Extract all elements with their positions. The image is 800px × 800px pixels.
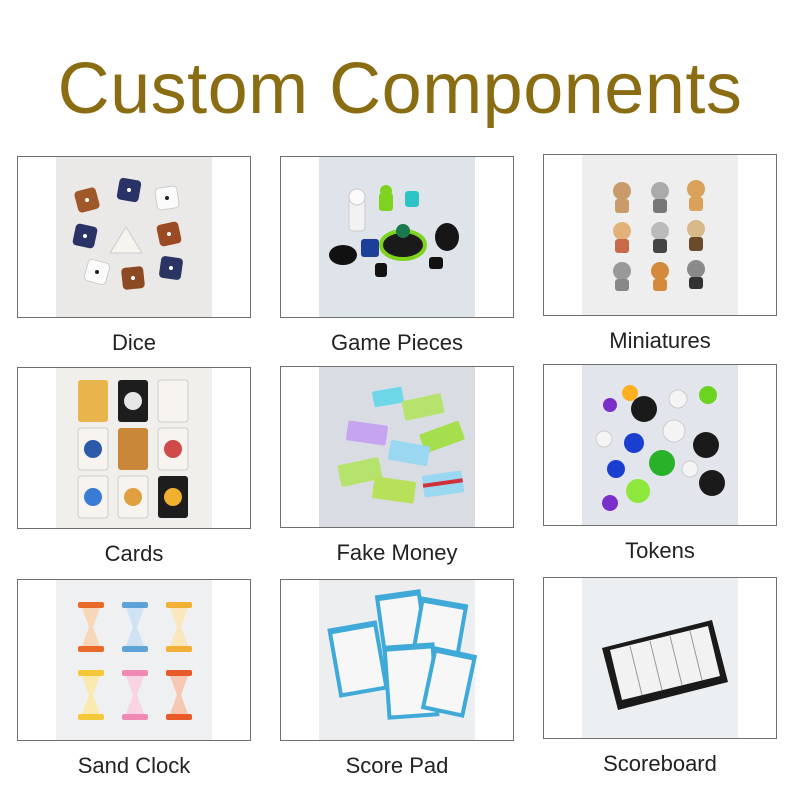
page-title: Custom Components bbox=[57, 49, 743, 129]
image-frame bbox=[543, 364, 777, 526]
image-frame bbox=[280, 156, 514, 318]
item-label: Cards bbox=[104, 541, 164, 566]
image-frame bbox=[543, 577, 777, 739]
item-label: Tokens bbox=[625, 538, 695, 563]
image-frame bbox=[280, 579, 514, 741]
item-label: Game Pieces bbox=[330, 330, 464, 355]
fake-money-photo bbox=[319, 367, 475, 527]
image-frame bbox=[17, 579, 251, 741]
image-frame bbox=[280, 366, 514, 528]
cards-photo bbox=[56, 368, 212, 528]
tokens-photo bbox=[582, 365, 738, 525]
item-label: Scoreboard bbox=[603, 751, 717, 776]
image-frame bbox=[17, 367, 251, 529]
item-label: Fake Money bbox=[336, 540, 458, 565]
dice-photo bbox=[56, 157, 212, 317]
score-pad-photo bbox=[319, 580, 478, 740]
item-label: Score Pad bbox=[345, 753, 449, 778]
item-label: Miniatures bbox=[609, 328, 711, 353]
game-pieces-photo bbox=[319, 157, 475, 317]
image-frame bbox=[543, 154, 777, 316]
scoreboard-photo bbox=[582, 578, 738, 738]
miniatures-photo bbox=[582, 155, 738, 315]
item-label: Dice bbox=[111, 330, 156, 355]
item-label: Sand Clock bbox=[77, 753, 191, 778]
sand-clock-photo bbox=[56, 580, 212, 740]
image-frame bbox=[17, 156, 251, 318]
